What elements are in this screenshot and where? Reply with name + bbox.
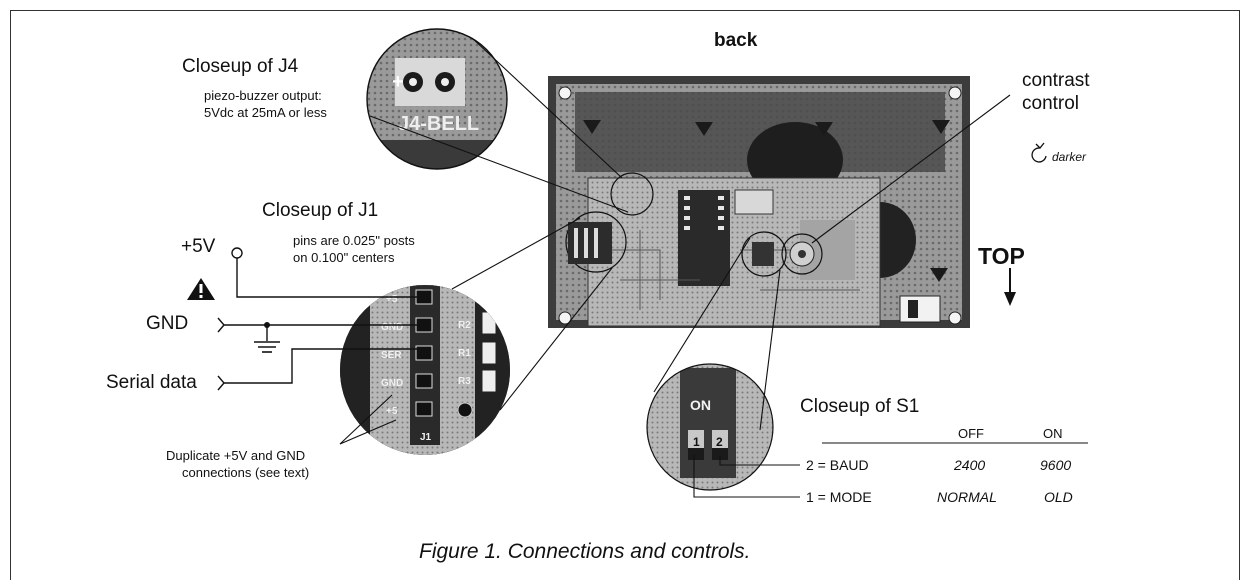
j1-note-line2: on 0.100" centers [293,249,394,266]
ground-junction-dot [264,322,270,328]
warning-triangle-icon [187,278,215,300]
table-row-mode-on: OLD [1044,489,1073,505]
table-row-mode-label: 1 = MODE [806,489,872,505]
svg-text:2: 2 [716,435,723,449]
table-row-baud-label: 2 = BAUD [806,457,869,473]
figure-caption: Figure 1. Connections and controls. [419,540,751,564]
table-row-baud-on: 9600 [1040,457,1071,473]
back-label: back [714,30,757,52]
table-header-off: OFF [958,426,984,441]
svg-text:1: 1 [693,435,700,449]
svg-text:+: + [392,71,404,93]
duplicate-note-line1: Duplicate +5V and GND [166,447,305,464]
closeup-s1-title: Closeup of S1 [800,396,919,418]
j1-closeup-photo: +5 GND SER GND +5 R2 R1 R3 J1 [340,285,510,455]
svg-text:J1: J1 [420,432,432,443]
plus5v-terminal [232,248,242,258]
top-label: TOP [978,243,1025,270]
lcd-module-back-photo [548,76,970,328]
contrast-label-line1: contrast [1022,70,1090,92]
contrast-label-line2: control [1022,93,1079,115]
gnd-label: GND [146,313,188,335]
j4-closeup-photo: + J4-BELL [360,25,520,175]
j4-note-line1: piezo-buzzer output: [204,87,322,104]
darker-label: darker [1052,150,1086,164]
svg-text:R3: R3 [458,376,471,387]
plus5v-label: +5V [181,236,215,258]
s1-closeup-photo: ON 1 2 [645,362,775,492]
svg-text:R2: R2 [458,320,471,331]
j4-note-line2: 5Vdc at 25mA or less [204,104,327,121]
svg-text:GND: GND [381,378,403,389]
duplicate-note-line2: connections (see text) [182,464,309,481]
closeup-j1-title: Closeup of J1 [262,200,378,222]
table-row-mode-off: NORMAL [937,489,997,505]
serial-data-label: Serial data [106,372,197,394]
ground-symbol-icon [254,342,280,352]
closeup-j4-title: Closeup of J4 [182,56,298,78]
svg-text:SER: SER [381,350,402,361]
down-arrow-icon [1004,268,1016,306]
rotate-arrow-icon [1032,143,1046,162]
svg-text:J4-BELL: J4-BELL [398,113,479,135]
svg-text:R1: R1 [458,348,471,359]
table-row-baud-off: 2400 [954,457,985,473]
svg-text:+5: +5 [386,294,398,305]
table-header-on: ON [1043,426,1063,441]
svg-text:ON: ON [690,397,711,413]
j1-note-line1: pins are 0.025" posts [293,232,415,249]
svg-text:GND: GND [381,322,403,333]
svg-text:+5: +5 [386,406,398,417]
